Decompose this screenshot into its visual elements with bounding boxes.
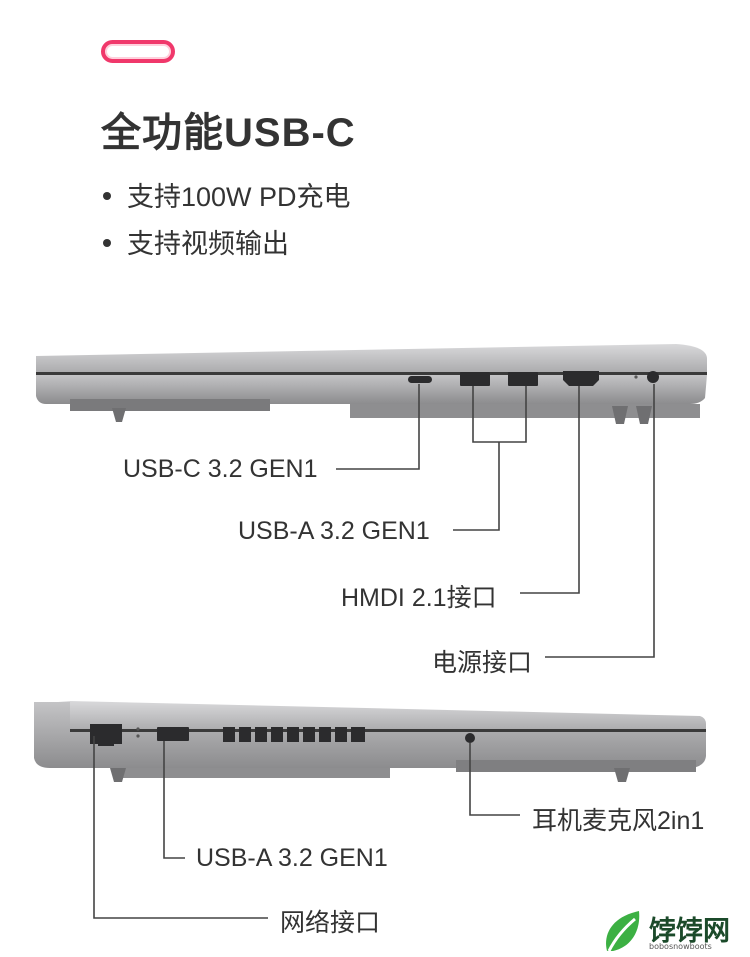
watermark-name: 饽饽网 — [649, 916, 730, 947]
audio-jack-label: 耳机麦克风2in1 — [532, 807, 705, 835]
watermark-site: bobosnowboots — [649, 942, 712, 951]
feature-bullet: 支持视频输出 — [103, 222, 289, 261]
usb-a-left-port-label: USB-A 3.2 GEN1 — [196, 844, 388, 872]
usb-c-port-label: USB-C 3.2 GEN1 — [123, 455, 318, 483]
power-port-label: 电源接口 — [432, 649, 533, 677]
feature-text: 支持视频输出 — [127, 229, 289, 259]
hdmi-port-label: HMDI 2.1接口 — [341, 584, 497, 612]
bullet-dot — [103, 238, 111, 247]
usb-a-port-label: USB-A 3.2 GEN1 — [238, 517, 430, 545]
bullet-dot — [103, 191, 111, 200]
page-title: 全功能USB-C — [101, 111, 356, 155]
feature-bullet: 支持100W PD充电 — [103, 175, 351, 214]
feature-text: 支持100W PD充电 — [127, 182, 351, 212]
ethernet-port-label: 网络接口 — [280, 909, 381, 937]
watermark-logo: 饽饽网 bobosnowboots — [601, 907, 746, 957]
leaf-icon — [606, 911, 640, 952]
usb-c-port-badge — [101, 40, 175, 63]
